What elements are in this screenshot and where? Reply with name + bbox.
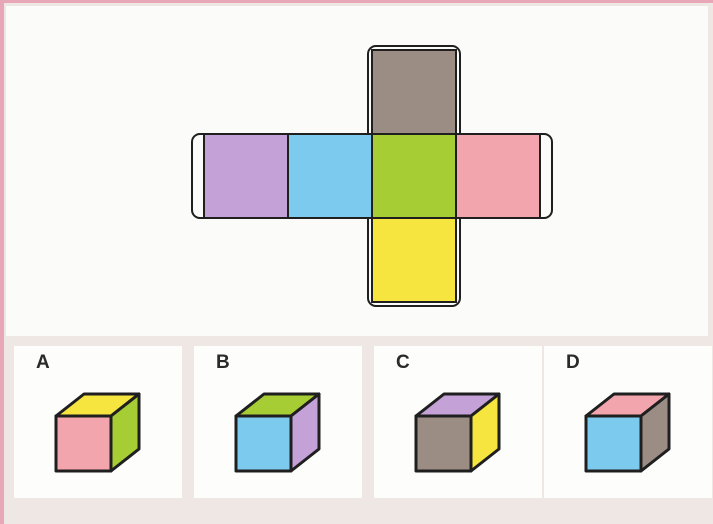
option-label: A [36,352,50,373]
cube-right-face [639,392,671,473]
cube-right-face [289,392,321,473]
cube-a-icon [54,392,141,473]
cube-net-panel [6,6,708,336]
net-face-top [371,49,457,135]
option-a[interactable]: A [14,346,182,498]
option-label: C [396,352,410,373]
option-b[interactable]: B [194,346,362,498]
cube-d-icon [584,392,671,473]
cube-c-icon [414,392,501,473]
net-face-row-2 [371,133,457,219]
cube-front-face [234,414,293,473]
cube-right-face [109,392,141,473]
option-label: D [566,352,580,373]
option-d[interactable]: D [544,346,712,498]
cube-right-face [469,392,501,473]
option-label: B [216,352,230,373]
cube-net [191,45,553,307]
cube-front-face [584,414,643,473]
cube-front-face [54,414,113,473]
net-face-bottom [371,217,457,303]
net-face-row-3 [455,133,541,219]
net-face-row-1 [287,133,373,219]
cube-front-face [414,414,473,473]
net-face-row-0 [203,133,289,219]
cube-b-icon [234,392,321,473]
option-c[interactable]: C [374,346,542,498]
